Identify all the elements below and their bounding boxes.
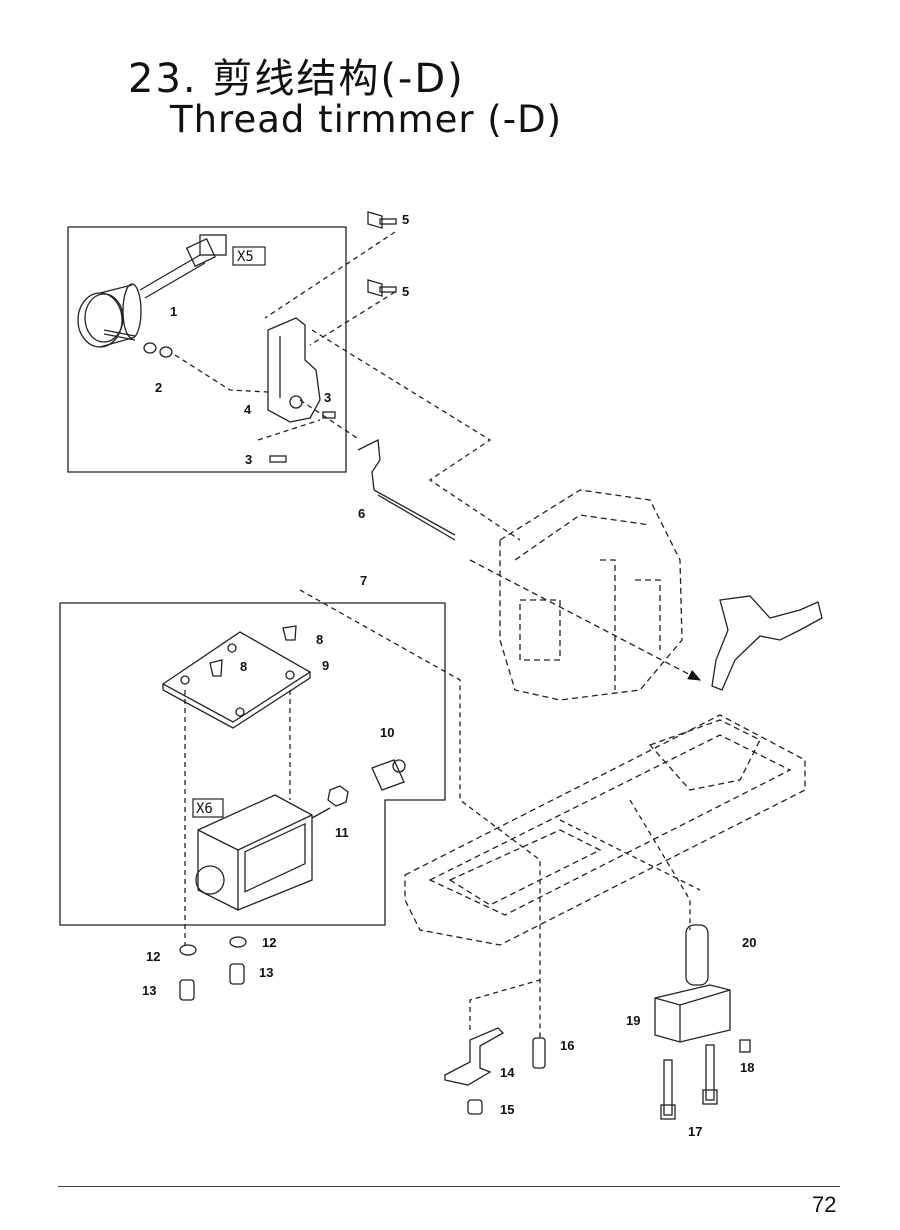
screw-8-a (282, 625, 297, 641)
motor-group-frame (67, 226, 347, 473)
set-screw-16 (532, 1037, 546, 1069)
connector-x6-label: X6 (196, 801, 213, 817)
callout-3b: 3 (245, 452, 252, 467)
trimmer-link-arm (357, 438, 456, 541)
stepper-motor (77, 234, 227, 348)
washer-12-b (229, 936, 247, 948)
connector-x5-label: X5 (237, 249, 254, 265)
screw-8-b (209, 659, 223, 677)
callout-14: 14 (500, 1065, 515, 1080)
knife-bracket (444, 1027, 505, 1086)
shaft-20 (685, 924, 709, 986)
callout-8a: 8 (316, 632, 323, 647)
motor-bracket (267, 317, 321, 423)
callout-5b: 5 (402, 284, 409, 299)
callout-3a: 3 (324, 390, 331, 405)
callout-6: 6 (358, 506, 365, 521)
screw-5-b (367, 279, 397, 297)
nut (159, 346, 173, 358)
connector-x6 (192, 798, 224, 818)
callout-18: 18 (740, 1060, 754, 1075)
callout-10: 10 (380, 725, 394, 740)
solenoid (195, 794, 331, 911)
callout-7: 7 (360, 573, 367, 588)
callout-20: 20 (742, 935, 756, 950)
screw-15 (467, 1099, 483, 1115)
clamp-block (654, 984, 731, 1043)
callout-15: 15 (500, 1102, 514, 1117)
solenoid-group-frame (59, 602, 446, 926)
callout-1: 1 (170, 304, 177, 319)
callout-5a: 5 (402, 212, 409, 227)
callout-13a: 13 (259, 965, 273, 980)
mounting-plate (161, 631, 312, 729)
callout-17: 17 (688, 1124, 702, 1139)
bolt-17 (660, 1044, 718, 1120)
screw-5-a (367, 211, 397, 229)
machine-bed (404, 714, 806, 946)
washer-12-a (179, 944, 197, 956)
screw-3-lower (269, 455, 287, 463)
machine-head-outline (499, 489, 683, 701)
knife-lever (711, 595, 823, 691)
callout-12a: 12 (146, 949, 160, 964)
screw-13-b (229, 963, 245, 985)
page-title-chinese: 23. 剪线结构(-D) (128, 56, 465, 102)
hex-nut (327, 785, 349, 807)
callout-13b: 13 (142, 983, 156, 998)
screw-13-a (179, 979, 195, 1001)
callout-19: 19 (626, 1013, 640, 1028)
callout-11: 11 (335, 825, 349, 840)
callout-4: 4 (244, 402, 252, 417)
set-screw-18 (739, 1039, 751, 1053)
footer-divider (58, 1186, 840, 1187)
callout-labels: 1 2 3 3 4 5 5 6 7 8 8 9 10 11 12 12 13 1… (142, 212, 756, 1139)
callout-16: 16 (560, 1038, 574, 1053)
callout-2: 2 (155, 380, 162, 395)
callout-8b: 8 (240, 659, 247, 674)
callout-9: 9 (322, 658, 329, 673)
callout-12b: 12 (262, 935, 276, 950)
page-title-english: Thread tirmmer (-D) (170, 98, 563, 141)
washer (143, 342, 157, 354)
page-number: 72 (812, 1192, 837, 1217)
spacer-sleeve (371, 759, 406, 791)
connector-x5 (232, 246, 266, 266)
